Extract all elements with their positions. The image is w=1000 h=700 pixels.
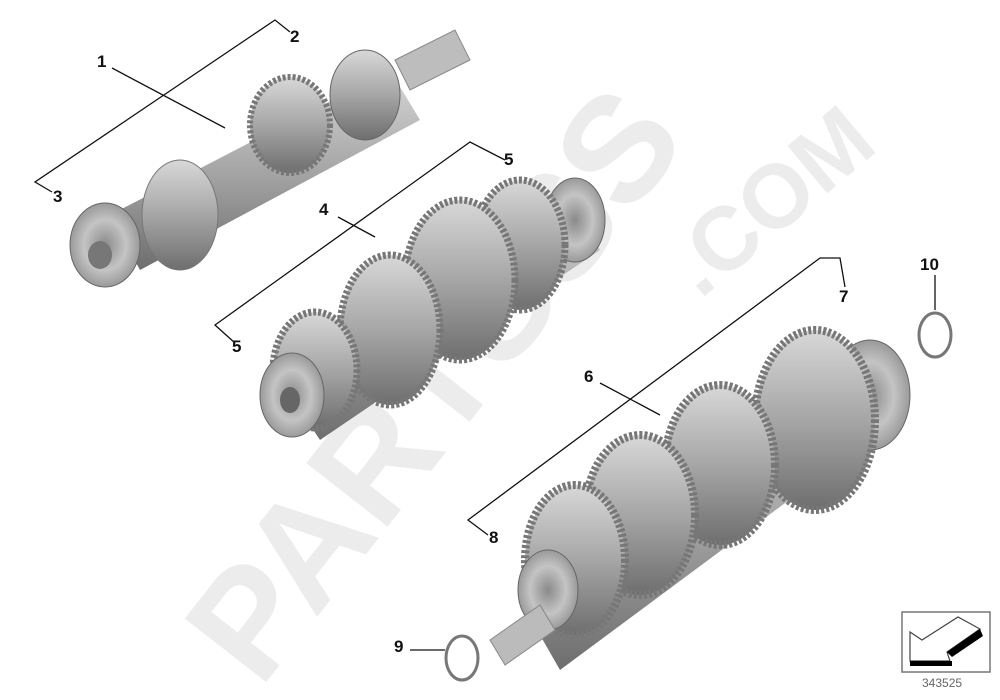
callout-4: 4 <box>319 200 329 219</box>
callout-10: 10 <box>920 255 939 274</box>
circlip-10 <box>917 311 953 359</box>
callout-2: 2 <box>290 27 300 46</box>
countershaft <box>259 176 606 440</box>
callout-7: 7 <box>839 287 849 306</box>
leader-lines <box>33 19 936 651</box>
svg-text:.COM: .COM <box>649 88 893 316</box>
callout-8: 8 <box>489 528 499 547</box>
input-shaft <box>69 29 471 288</box>
callout-1: 1 <box>97 52 107 71</box>
callout-5-upper: 5 <box>504 150 514 169</box>
callout-6: 6 <box>584 367 594 386</box>
reference-number: 343525 <box>922 676 963 690</box>
orientation-icon <box>901 611 991 673</box>
circlip-9 <box>444 634 480 682</box>
output-shaft <box>489 326 911 670</box>
callout-3: 3 <box>53 187 63 206</box>
callout-9: 9 <box>394 637 404 656</box>
callout-5-lower: 5 <box>232 337 242 356</box>
